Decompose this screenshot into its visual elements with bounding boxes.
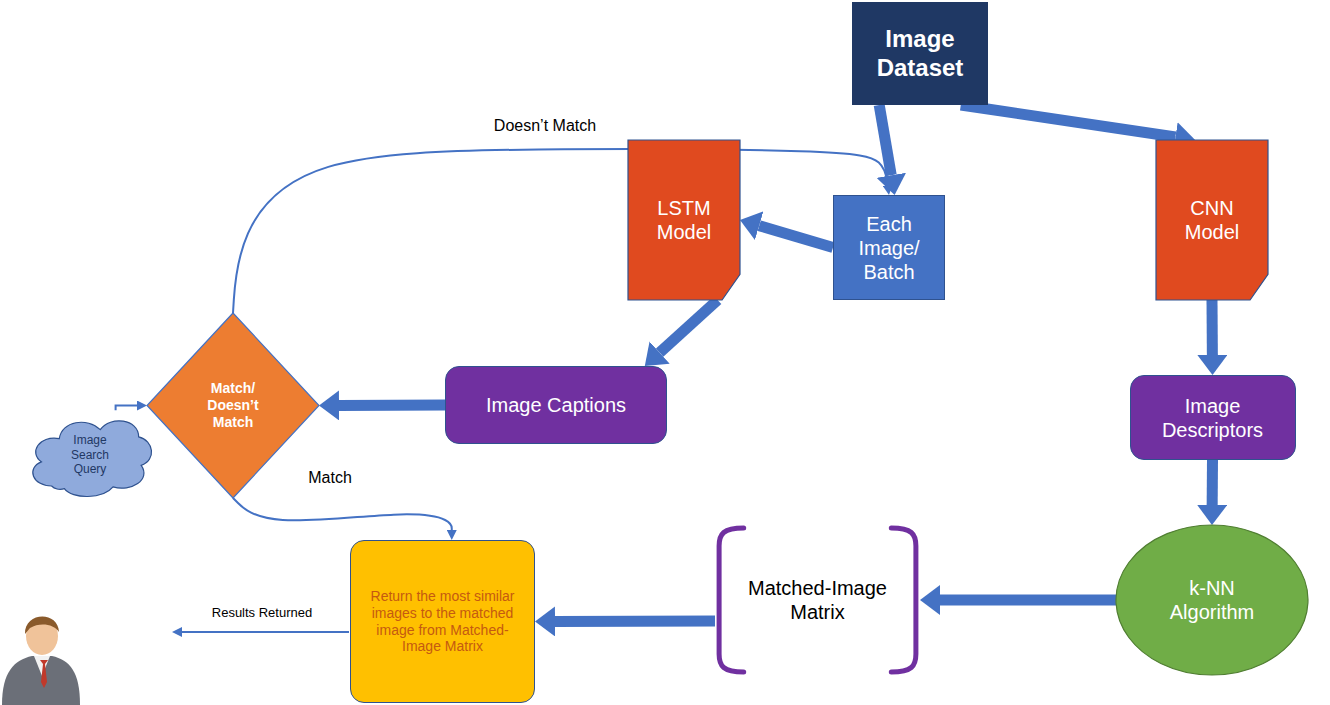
node-label: Image Dataset xyxy=(860,25,980,83)
algorithm-circle-shape xyxy=(1116,525,1308,675)
right-bracket xyxy=(891,528,916,672)
decision-diamond-shape xyxy=(147,313,319,498)
block-arrow xyxy=(555,616,715,627)
left-bracket xyxy=(719,528,744,672)
block-arrow xyxy=(660,300,718,353)
decision-diamond: Match/ Doesn’t Match xyxy=(147,313,319,498)
results-arrow xyxy=(182,631,349,633)
block-arrow xyxy=(940,595,1116,606)
node-label: k-NN Algorithm xyxy=(1157,576,1267,624)
node-label: Matched-Image Matrix xyxy=(743,576,893,624)
node-label: CNN Model xyxy=(1164,196,1260,244)
node-text-group: Image Captions xyxy=(486,393,626,417)
node-text-group: Image Search Query xyxy=(55,433,125,476)
block-arrow xyxy=(1207,460,1218,505)
query-cloud: Image Search Query xyxy=(26,410,154,499)
query-cloud-shape xyxy=(33,421,152,497)
node-text-group: k-NN Algorithm xyxy=(1157,576,1267,624)
matrix-brackets: Matched-Image Matrix xyxy=(715,525,920,675)
user-hair xyxy=(25,616,59,634)
model-box: LSTM Model xyxy=(628,140,740,300)
node-label: Each Image/ Batch xyxy=(841,212,937,284)
algorithm-circle-outline xyxy=(1116,525,1308,675)
node-label: Return the most similar images to the ma… xyxy=(360,588,525,655)
model-box-shape xyxy=(628,140,740,300)
block-arrow xyxy=(961,105,1176,137)
user-suit xyxy=(2,656,80,705)
model-box: CNN Model xyxy=(1156,140,1268,300)
result-box: Return the most similar images to the ma… xyxy=(350,540,535,703)
matrix-brackets-outline xyxy=(715,525,920,675)
note-label: Results Returned xyxy=(209,605,315,620)
edge-label: Doesn’t Match xyxy=(491,117,599,135)
user-icon xyxy=(2,616,80,705)
dataset-box: Image Dataset xyxy=(852,2,988,105)
node-label: Image Captions xyxy=(486,393,626,417)
user-tie xyxy=(40,660,48,688)
block-arrow xyxy=(339,400,445,411)
node-text-group: Match/ Doesn’t Match xyxy=(189,380,277,430)
model-box-shape xyxy=(1156,140,1268,300)
node-label: Image Search Query xyxy=(55,433,125,476)
node-text-group: CNN Model xyxy=(1164,196,1260,244)
flow-line xyxy=(116,406,137,411)
output-box: Image Captions xyxy=(445,366,667,444)
model-box-outline xyxy=(1156,140,1268,300)
model-box-outline xyxy=(628,140,740,300)
node-text-group: Image Dataset xyxy=(860,25,980,83)
node-label: Image Descriptors xyxy=(1138,394,1288,442)
algorithm-circle: k-NN Algorithm xyxy=(1116,525,1308,675)
node-text-group: Image Descriptors xyxy=(1138,394,1288,442)
edge-label: Match xyxy=(305,469,355,487)
output-box: Image Descriptors xyxy=(1130,375,1296,460)
node-label: Match/ Doesn’t Match xyxy=(189,380,277,430)
node-text-group: Each Image/ Batch xyxy=(841,212,937,284)
node-text-group: Matched-Image Matrix xyxy=(743,576,893,624)
flow-line xyxy=(233,498,452,530)
flow-line xyxy=(233,149,888,313)
block-arrow xyxy=(1207,300,1218,355)
batch-box: Each Image/ Batch xyxy=(833,195,945,300)
block-arrow xyxy=(759,226,833,248)
node-text-group: LSTM Model xyxy=(636,196,732,244)
node-text-group: Return the most similar images to the ma… xyxy=(360,588,525,655)
node-label: LSTM Model xyxy=(636,196,732,244)
